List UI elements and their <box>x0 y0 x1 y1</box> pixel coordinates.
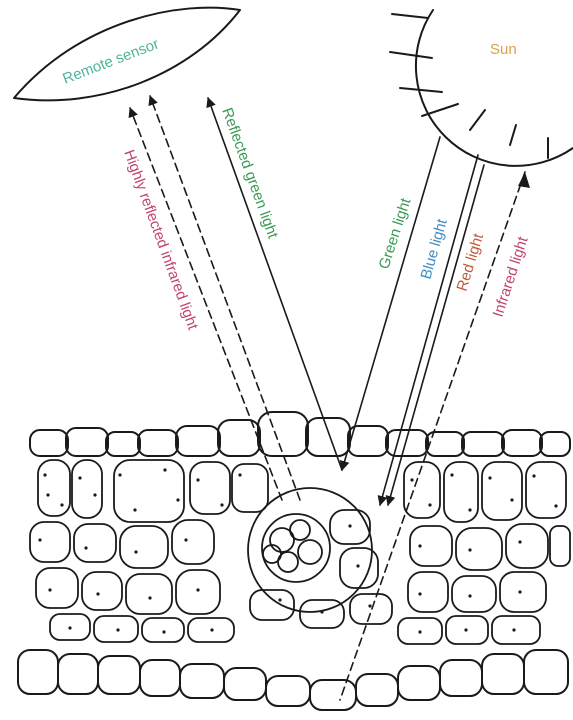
reflected-infrared-label: Highly reflected infrared light <box>120 148 201 333</box>
upper-epidermis <box>30 412 570 456</box>
red-light-label: Red light <box>454 231 488 293</box>
infrared-light-label: Infrared light <box>490 234 532 319</box>
green-light-label: Green light <box>376 195 415 271</box>
reflected-green-ray <box>208 98 342 470</box>
remote-sensor: Remote sensor <box>14 8 240 101</box>
green-light-ray <box>342 137 440 470</box>
ray-labels: Highly reflected infrared light Reflecte… <box>120 106 532 333</box>
lower-epidermis <box>18 650 568 710</box>
reflected-infrared-ray-2 <box>150 96 300 500</box>
sun-icon: Sun <box>390 10 573 166</box>
sun-label: Sun <box>490 41 517 58</box>
leaf-cross-section <box>18 412 570 710</box>
reflected-green-label: Reflected green light <box>218 106 281 242</box>
